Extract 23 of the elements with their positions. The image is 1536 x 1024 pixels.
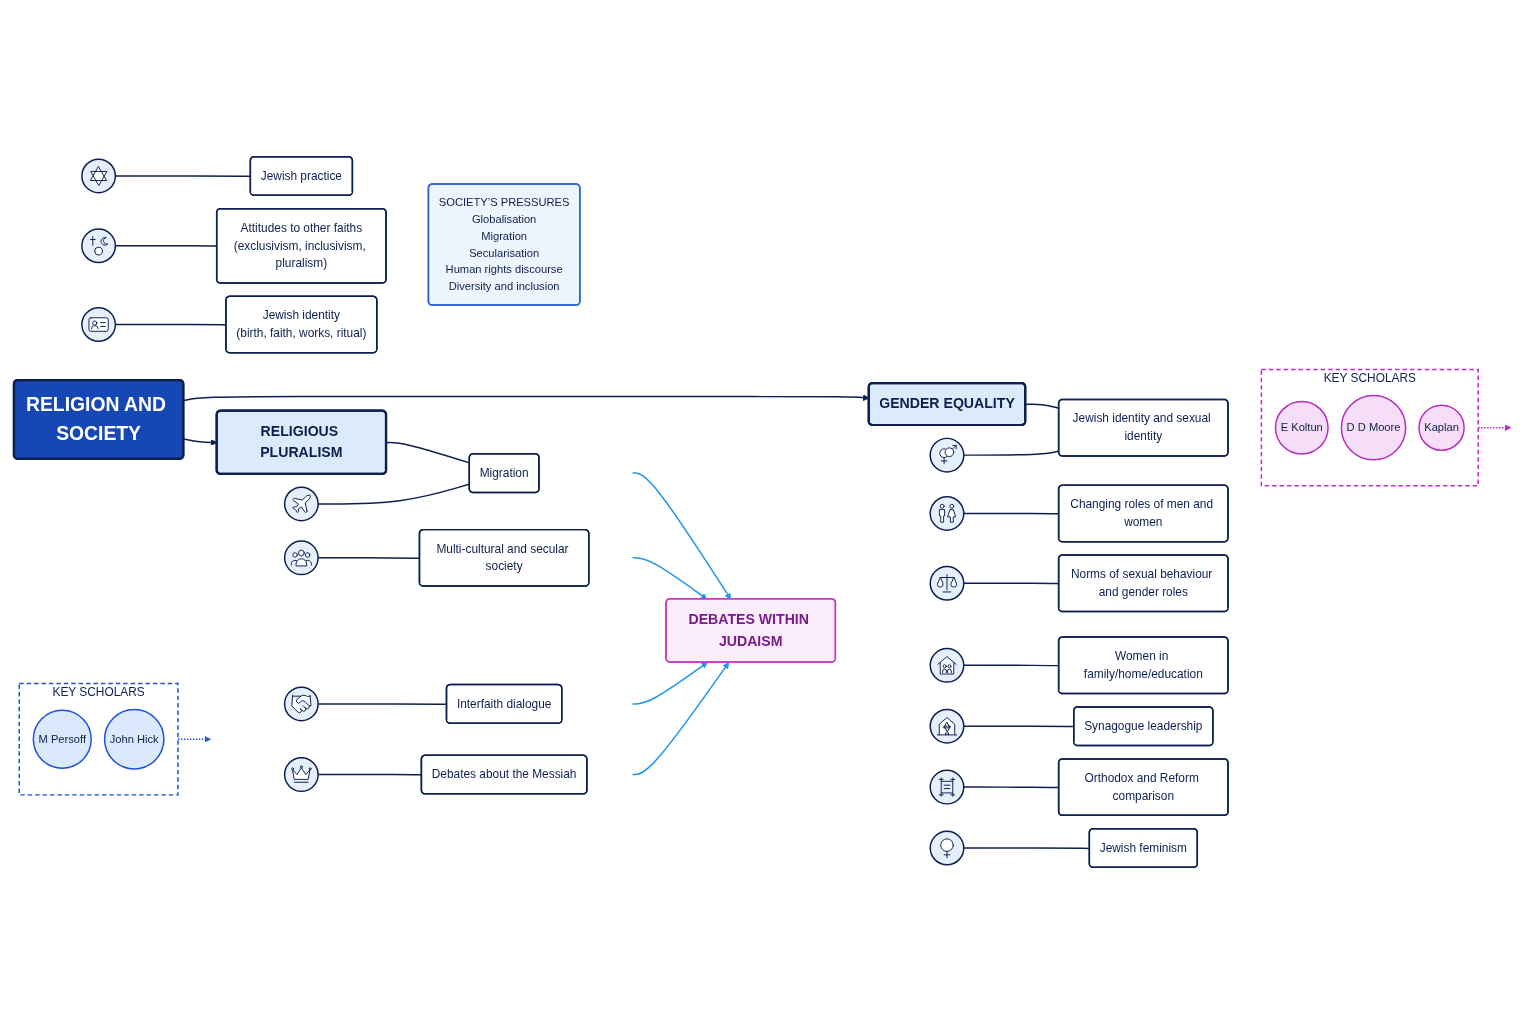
arrow xyxy=(631,662,730,776)
node-circle xyxy=(283,540,319,576)
arrow xyxy=(631,662,708,705)
node-circle xyxy=(283,486,319,522)
node-circle xyxy=(81,307,117,343)
node-circle: E Koltun xyxy=(1274,400,1329,455)
node-circle xyxy=(929,708,965,744)
node-circle: Kaplan xyxy=(1418,404,1465,451)
node-circle xyxy=(929,437,965,473)
node-circle: M Persoff xyxy=(32,709,92,769)
node-circle xyxy=(283,757,319,793)
node-circle xyxy=(929,495,965,531)
node-circle xyxy=(81,158,117,194)
node-circle xyxy=(929,769,965,805)
node-circle xyxy=(929,830,965,866)
node-circle xyxy=(929,647,965,683)
node-circle xyxy=(81,228,117,264)
node-circle: John Hick xyxy=(103,708,165,770)
node-circle xyxy=(283,686,319,722)
node-circle: D D Moore xyxy=(1340,394,1407,461)
arrow xyxy=(631,557,708,600)
arrow xyxy=(631,472,731,600)
node-circle xyxy=(929,565,965,601)
